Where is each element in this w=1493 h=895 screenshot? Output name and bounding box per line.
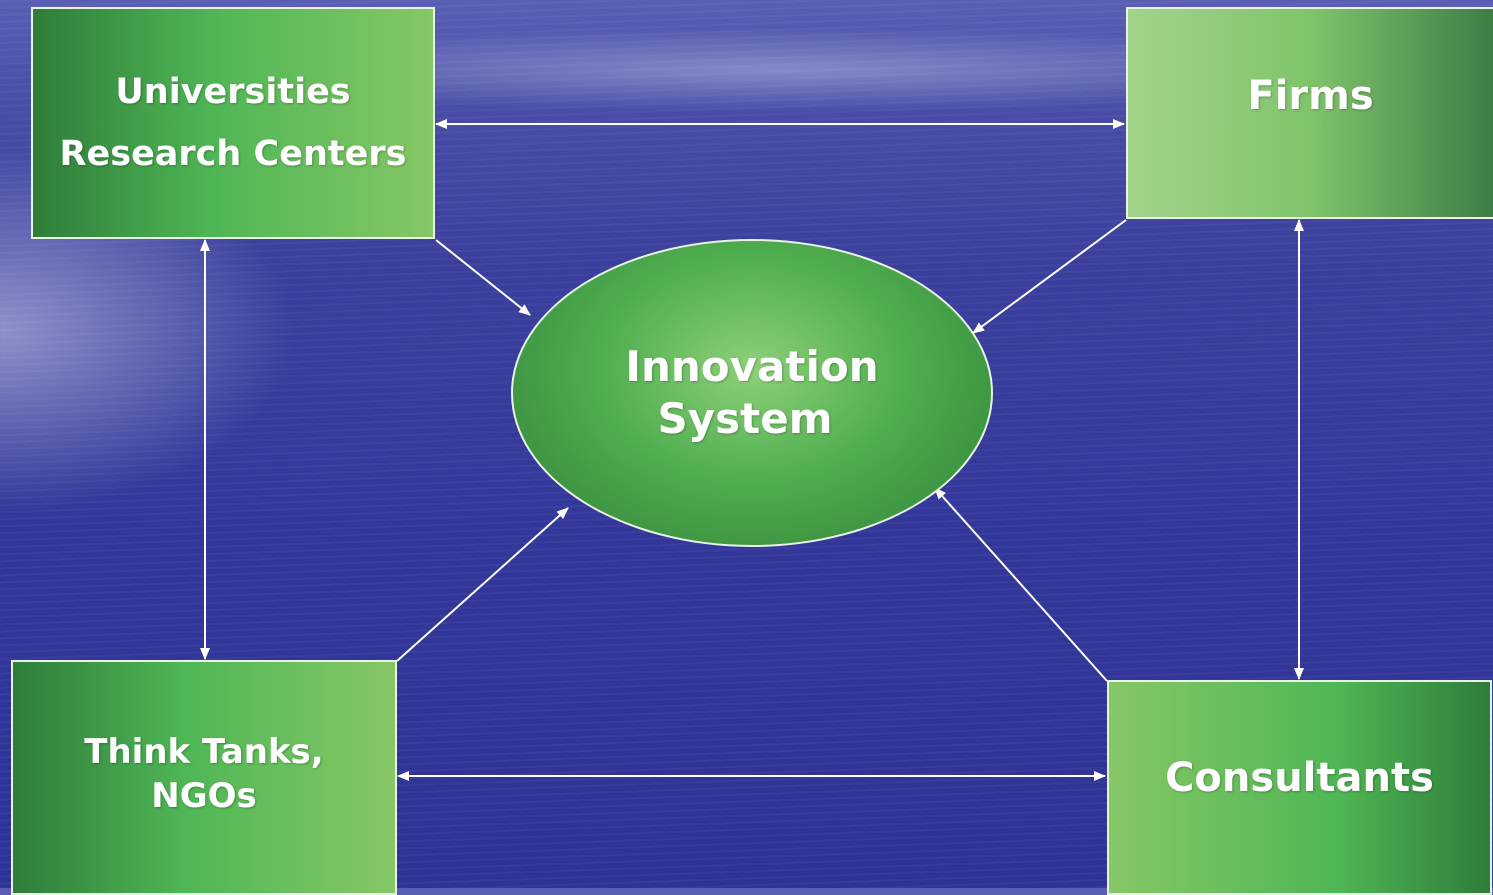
node-think-tanks-ngos: Think Tanks, NGOs [11,660,397,895]
edge-think-tanks-innovation [396,507,569,662]
node-innovation-system: Innovation System [511,239,993,547]
edge-consultants-innovation [934,487,1108,682]
node-label-line: Think Tanks, [84,732,324,772]
node-label-line: NGOs [151,776,257,816]
node-consultants: Consultants [1107,680,1492,895]
node-label-line: System [657,394,833,443]
node-label-line: Universities [115,72,351,112]
node-label-line: Consultants [1165,755,1434,801]
node-label-line: Firms [1247,73,1374,119]
edge-firms-innovation [972,219,1127,334]
edge-universities-innovation [435,239,531,316]
node-label-line: Research Centers [59,134,407,174]
node-label-line: Innovation [625,342,879,391]
node-universities-research-centers: Universities Research Centers [31,7,435,239]
node-firms: Firms [1126,7,1493,219]
